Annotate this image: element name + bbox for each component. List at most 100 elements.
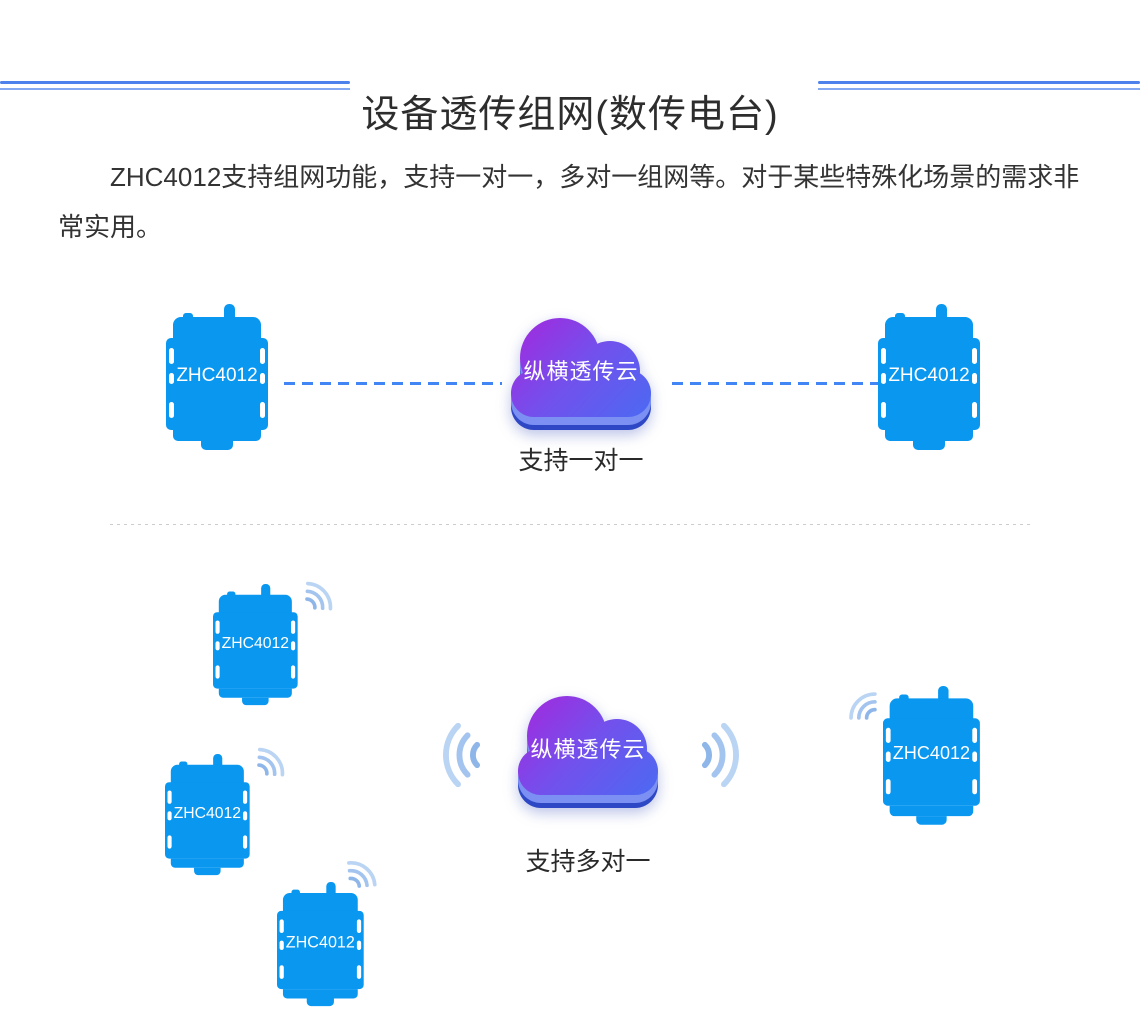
device-bottom-tab: [913, 441, 945, 450]
device-bottom-cap: [218, 688, 292, 698]
device-pin-slot: [881, 402, 886, 418]
device-top-nub: [291, 889, 300, 895]
device-pin-slot: [260, 348, 265, 364]
device-bottom-cap: [885, 430, 973, 441]
connector-dashed-line: [672, 382, 878, 385]
page-title: 设备透传组网(数传电台): [361, 94, 779, 137]
device-antenna: [213, 754, 223, 771]
device-antenna: [938, 686, 949, 705]
device-pin-slot: [243, 811, 248, 821]
device-pin-slot: [291, 641, 296, 651]
device-pin-slot: [356, 940, 362, 950]
device-pin-slot: [881, 373, 886, 384]
caption-one-to-one: 支持一对一: [518, 447, 644, 475]
device-top-cap: [282, 893, 358, 916]
device-label: ZHC4012: [888, 365, 970, 386]
device-pin-slot: [167, 790, 172, 804]
device-module: ZHC4012: [878, 304, 980, 450]
device-pin-slot: [167, 811, 172, 821]
device-top-nub: [227, 591, 236, 597]
device-top-nub: [179, 761, 188, 767]
device-bottom-cap: [173, 430, 261, 441]
device-pin-slot: [243, 835, 248, 849]
cloud-label: 纵横透传云: [530, 737, 646, 762]
device-pin-slot: [279, 940, 284, 950]
device-pin-slot: [885, 751, 891, 762]
device-bottom-tab: [916, 816, 947, 825]
device-bottom-tab: [306, 998, 334, 1007]
device-body: [277, 910, 364, 990]
device-pin-slot: [972, 373, 977, 384]
device-module: ZHC4012: [165, 754, 250, 876]
caption-many-to-one: 支持多对一: [525, 848, 651, 876]
title-rule-left-thick: [0, 81, 350, 84]
device-top-nub: [895, 313, 905, 319]
device-body: [165, 782, 250, 859]
device-label: ZHC4012: [221, 634, 290, 653]
device-pin-slot: [215, 641, 220, 651]
device-label: ZHC4012: [285, 933, 355, 952]
device-pin-slot: [167, 835, 172, 849]
device-pin-slot: [885, 779, 891, 795]
device-top-cap: [170, 764, 244, 787]
device-pin-slot: [169, 402, 174, 418]
device-label: ZHC4012: [176, 365, 258, 386]
title-rule-left-thin: [0, 88, 350, 90]
device-module: ZHC4012: [213, 584, 298, 706]
cloud-server: 纵横透传云: [512, 692, 664, 810]
device-pin-slot: [291, 620, 296, 634]
signal-waves-icon: [849, 692, 877, 720]
device-body: [213, 612, 298, 689]
title-rule-right: [818, 81, 1140, 90]
device-antenna: [224, 304, 235, 324]
device-body: [166, 338, 268, 430]
signal-waves-icon: [347, 861, 377, 888]
cloud-server: 纵横透传云: [505, 314, 657, 432]
signal-waves-icon: [443, 722, 481, 788]
device-pin-slot: [972, 727, 978, 743]
device-bottom-cap: [282, 989, 358, 999]
intro-paragraph: ZHC4012支持组网功能，支持一对一，多对一组网等。对于某些特殊化场景的需求非…: [58, 162, 1080, 242]
device-pin-slot: [972, 348, 977, 364]
device-module: ZHC4012: [883, 686, 980, 825]
cloud-icon: [511, 318, 651, 430]
device-pin-slot: [215, 665, 220, 679]
device-bottom-cap: [889, 805, 974, 817]
device-bottom-cap: [170, 858, 244, 868]
device-bottom-tab: [194, 867, 221, 876]
connector-dashed-line: [284, 382, 502, 385]
cloud-label: 纵横透传云: [523, 359, 639, 384]
device-antenna: [936, 304, 947, 324]
device-pin-slot: [356, 919, 362, 933]
title-rule-right-thin: [818, 88, 1140, 90]
device-pin-slot: [885, 727, 891, 743]
device-pin-slot: [972, 751, 978, 762]
signal-waves-icon: [305, 581, 333, 611]
signal-waves-icon: [257, 747, 285, 777]
device-pin-slot: [279, 965, 284, 979]
device-body: [883, 718, 980, 806]
device-top-nub: [183, 313, 193, 319]
title-rule-right-thick: [818, 81, 1140, 84]
device-pin-slot: [881, 348, 886, 364]
device-label: ZHC4012: [173, 804, 242, 823]
device-pin-slot: [243, 790, 248, 804]
device-pin-slot: [279, 919, 284, 933]
device-pin-slot: [972, 779, 978, 795]
device-pin-slot: [169, 348, 174, 364]
device-top-nub: [899, 694, 909, 701]
device-pin-slot: [356, 965, 362, 979]
device-module: ZHC4012: [277, 882, 364, 1007]
cloud-icon: [518, 696, 658, 808]
device-pin-slot: [972, 402, 977, 418]
device-antenna: [261, 584, 271, 601]
signal-waves-icon: [701, 722, 739, 788]
title-rule-left: [0, 81, 350, 90]
device-pin-slot: [260, 402, 265, 418]
device-body: [878, 338, 980, 430]
device-pin-slot: [169, 373, 174, 384]
device-module: ZHC4012: [166, 304, 268, 450]
device-top-cap: [218, 594, 292, 617]
device-pin-slot: [260, 373, 265, 384]
